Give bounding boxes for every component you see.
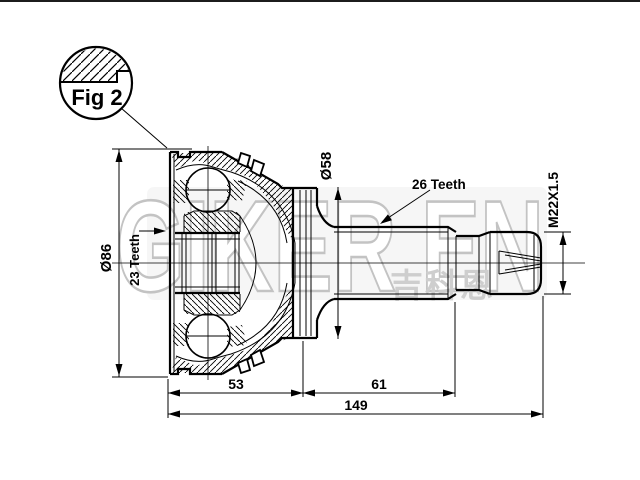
fig2-detail-bubble: Fig 2 (58, 45, 168, 149)
label-length-total: 149 (344, 397, 368, 413)
label-thread: M22X1.5 (545, 172, 561, 228)
ext-lines-outer-diameter (112, 148, 192, 378)
bearing-balls (185, 167, 231, 359)
fig2-section-step-line (60, 70, 130, 83)
fig2-leader-line (120, 107, 168, 149)
dimension-lines (112, 148, 571, 418)
label-length-shaft: 61 (371, 376, 387, 392)
inner-race-hatch (173, 179, 247, 347)
ext-lines-thread (544, 231, 571, 295)
label-shaft-spline: 26 Teeth (412, 177, 466, 192)
boot-clamp-lugs (236, 151, 266, 375)
outer-race-outline (168, 150, 543, 376)
label-length-body: 53 (228, 376, 244, 392)
ext-lines-lengths (167, 296, 544, 418)
dimension-labels: Ø86 23 Teeth Ø58 26 Teeth M22X1.5 53 61 … (98, 152, 561, 413)
ball-bottom (185, 313, 231, 359)
dimension-arrowheads (115, 150, 567, 418)
top-edge-line (0, 0, 640, 2)
ball-top (185, 167, 231, 213)
fig2-label: Fig 2 (71, 85, 122, 110)
leader-shaft-spline (381, 189, 431, 223)
label-groove-diameter: Ø58 (318, 152, 335, 180)
label-outer-diameter: Ø86 (98, 244, 115, 272)
label-hub-spline: 23 Teeth (127, 234, 142, 286)
center-lines (112, 146, 585, 380)
